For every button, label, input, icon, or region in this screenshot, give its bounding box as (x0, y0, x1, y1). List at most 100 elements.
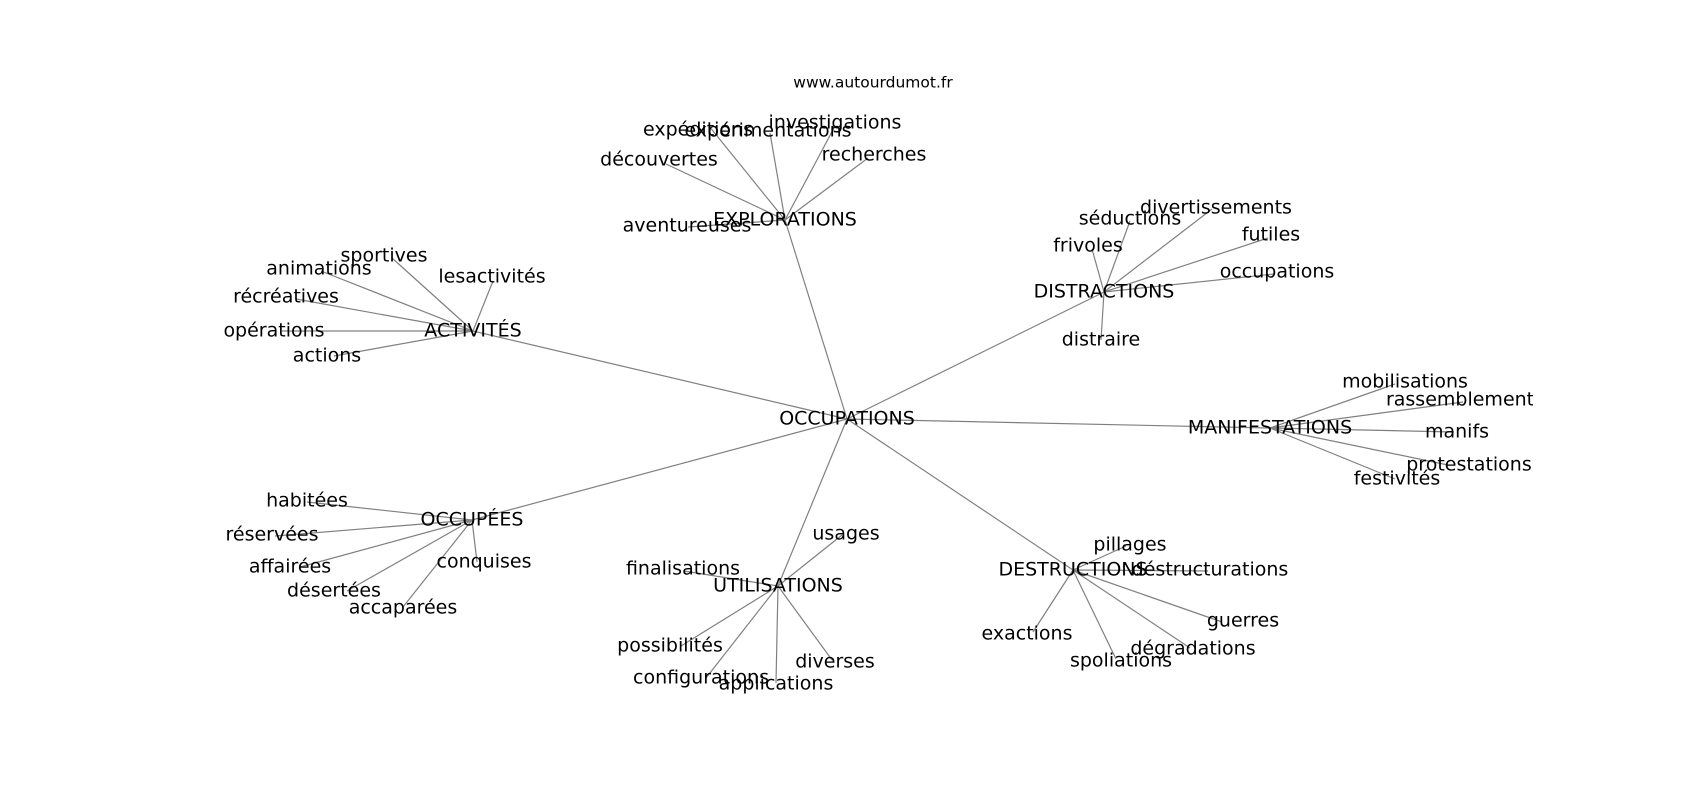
edge-root-distractions (846, 291, 1105, 420)
edge-explorations-recherches (784, 157, 869, 221)
edge-activites-recreatives (295, 298, 474, 332)
edge-distractions-distraire (1100, 291, 1105, 341)
word-node-experimentations[interactable]: expérimentations (684, 120, 851, 142)
edge-root-occupees (471, 418, 848, 521)
edge-root-utilisations (777, 418, 848, 587)
edge-activites-animations (320, 270, 474, 332)
word-node-futiles[interactable]: futiles (1242, 224, 1300, 246)
word-node-actions[interactable]: actions (293, 345, 361, 367)
word-node-decouvertes[interactable]: découvertes (600, 149, 718, 171)
edge-destructions-exactions (1032, 569, 1074, 633)
hub-node-manifestations[interactable]: MANIFESTATIONS (1188, 417, 1352, 439)
edge-manifestations-mobilisations (1269, 383, 1396, 429)
word-node-manifs[interactable]: manifs (1425, 421, 1489, 443)
edge-explorations-expeditions (708, 125, 786, 221)
word-node-configurations[interactable]: configurations (633, 667, 769, 689)
edge-destructions-pillages (1072, 545, 1127, 571)
word-node-lesactivites[interactable]: lesactivités (438, 266, 545, 288)
hub-node-occupees[interactable]: OCCUPÉES (421, 508, 524, 531)
word-node-occupations[interactable]: occupations (1220, 261, 1335, 283)
word-node-protestations[interactable]: protestations (1406, 454, 1532, 476)
word-node-operations[interactable]: opérations (223, 320, 324, 342)
word-node-frivoles[interactable]: frivoles (1053, 235, 1123, 257)
word-node-rassemblements[interactable]: rassemblements (1386, 389, 1544, 411)
edge-utilisations-usages (777, 534, 843, 587)
hub-node-explorations[interactable]: EXPLORATIONS (713, 209, 857, 231)
edge-manifestations-rassemblements (1269, 401, 1464, 429)
word-node-animations[interactable]: animations (266, 258, 371, 280)
word-node-accaparees[interactable]: accaparées (349, 597, 458, 619)
hub-node-distractions[interactable]: DISTRACTIONS (1034, 281, 1175, 303)
word-node-mobilisations[interactable]: mobilisations (1342, 371, 1468, 393)
word-node-spoliations[interactable]: spoliations (1070, 650, 1172, 672)
word-node-investigations[interactable]: investigations (769, 112, 902, 134)
word-node-destructurations[interactable]: déstructurations (1132, 559, 1289, 581)
edge-manifestations-manifs (1269, 427, 1455, 433)
word-node-degradations[interactable]: dégradations (1130, 638, 1255, 660)
edge-destructions-degradations (1072, 569, 1191, 649)
edge-root-explorations (784, 219, 848, 420)
edge-utilisations-finalisations (683, 570, 779, 587)
word-node-diverses[interactable]: diverses (795, 651, 875, 673)
word-node-habitees[interactable]: habitées (266, 490, 348, 512)
word-node-reservees[interactable]: réservées (225, 524, 318, 546)
word-node-affairees[interactable]: affairées (249, 556, 331, 578)
word-node-guerres[interactable]: guerres (1207, 610, 1279, 632)
edge-explorations-investigations (784, 125, 836, 221)
hub-node-activites[interactable]: ACTIVITÉS (424, 319, 521, 342)
edge-occupees-accaparees (402, 519, 473, 608)
root-node-label[interactable]: OCCUPATIONS (779, 408, 915, 430)
edge-occupees-habitees (306, 501, 473, 521)
word-node-expeditions[interactable]: expéditions (643, 119, 753, 141)
word-node-recherches[interactable]: recherches (822, 144, 927, 166)
edge-root-manifestations (846, 418, 1271, 429)
word-node-distraire[interactable]: distraire (1062, 329, 1141, 351)
word-node-conquises[interactable]: conquises (437, 551, 532, 573)
source-url: www.autourdumot.fr (793, 74, 953, 92)
edge-root-destructions (846, 418, 1074, 571)
labels-layer: OCCUPATIONS EXPLORATIONS expéditionsexpéri… (223, 112, 1544, 695)
word-node-possibilites[interactable]: possibilités (617, 635, 723, 657)
edge-destructions-destructurations (1072, 569, 1209, 572)
edge-manifestations-protestations (1269, 427, 1449, 466)
edge-activites-sportives (391, 257, 474, 332)
edge-explorations-aventureuses (687, 219, 786, 228)
word-node-desertees[interactable]: désertées (287, 580, 381, 602)
edge-occupees-affairees (299, 519, 473, 568)
word-node-festivites[interactable]: festivités (1354, 468, 1441, 490)
word-node-divertissements[interactable]: divertissements (1140, 197, 1292, 219)
edge-explorations-experimentations (769, 132, 786, 221)
edge-occupees-reservees (274, 519, 473, 537)
edge-distractions-divertissements (1103, 208, 1213, 293)
edge-destructions-guerres (1072, 569, 1223, 623)
edge-distractions-occupations (1103, 273, 1275, 293)
edge-utilisations-configurations (705, 585, 779, 679)
edge-distractions-frivoles (1091, 248, 1105, 293)
hub-node-destructions[interactable]: DESTRUCTIONS (998, 559, 1147, 581)
edge-activites-lesactivites (472, 280, 494, 332)
edge-destructions-spoliations (1072, 569, 1117, 660)
word-node-seductions[interactable]: séductions (1079, 208, 1181, 230)
edge-utilisations-possibilites (680, 585, 779, 647)
word-node-finalisations[interactable]: finalisations (626, 558, 740, 580)
edge-occupees-desertees (346, 519, 473, 592)
edges-layer (274, 125, 1464, 684)
edge-explorations-decouvertes (665, 163, 786, 221)
word-node-aventureuses[interactable]: aventureuses (623, 215, 752, 237)
word-node-sportives[interactable]: sportives (341, 245, 428, 267)
word-node-pillages[interactable]: pillages (1093, 534, 1166, 556)
edge-distractions-futiles (1103, 237, 1269, 293)
edge-utilisations-applications (775, 585, 779, 684)
word-node-recreatives[interactable]: récréatives (233, 286, 339, 308)
edge-manifestations-festivites (1269, 427, 1396, 480)
edge-distractions-seductions (1103, 220, 1131, 293)
word-node-applications[interactable]: applications (719, 673, 834, 695)
word-node-usages[interactable]: usages (812, 523, 879, 545)
edge-root-activites (472, 330, 848, 420)
hub-node-utilisations[interactable]: UTILISATIONS (713, 575, 843, 597)
edge-utilisations-diverses (777, 585, 833, 661)
edge-occupees-conquises (471, 519, 478, 563)
word-node-exactions[interactable]: exactions (982, 623, 1073, 645)
